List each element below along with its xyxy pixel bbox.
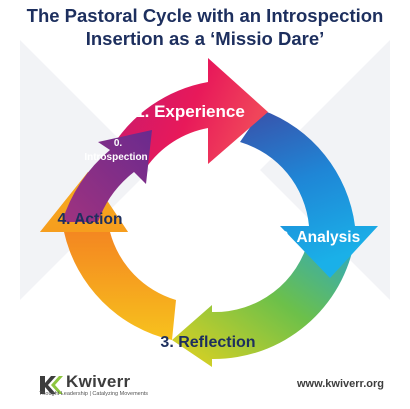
brand-tagline: Thought Leadership | Catalyzing Movement… bbox=[39, 391, 149, 397]
title-line-1: The Pastoral Cycle with an Introspection bbox=[26, 5, 384, 26]
reflection-label: 3. Reflection bbox=[160, 334, 255, 351]
experience-label: 1. Experience bbox=[135, 102, 245, 121]
introspection-label: Introspection bbox=[84, 152, 147, 163]
website-url: www.kwiverr.org bbox=[296, 378, 384, 390]
analysis-segment bbox=[240, 110, 378, 278]
introspection-number: 0. bbox=[114, 138, 123, 149]
diagram-title: The Pastoral Cycle with an Introspection… bbox=[0, 4, 410, 50]
brand-name: Kwiverr bbox=[66, 372, 131, 391]
action-label: 4. Action bbox=[58, 211, 123, 228]
title-line-2: Insertion as a ‘Missio Dare’ bbox=[85, 28, 325, 49]
introspection-segment bbox=[62, 130, 152, 222]
reflection-segment bbox=[172, 238, 355, 367]
analysis-label: 2. Analysis bbox=[280, 229, 360, 246]
kwiverr-logo-icon bbox=[40, 376, 63, 394]
